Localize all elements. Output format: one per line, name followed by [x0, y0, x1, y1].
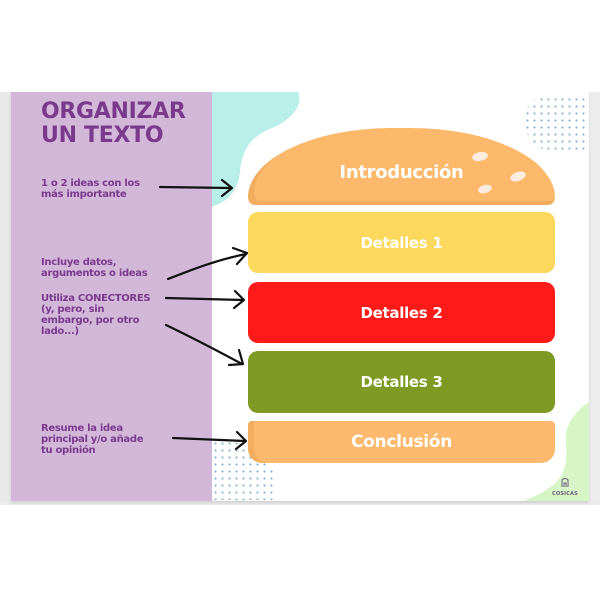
logo-text: COSICAS	[552, 491, 578, 497]
arrow-icon	[171, 430, 248, 451]
note-conectores: Utiliza CONECTORES (y, pero, sin embargo…	[41, 293, 151, 337]
mint-blob-decoration	[206, 92, 300, 208]
arrow-icon	[158, 178, 234, 198]
bottom-bun-conclusion: Conclusión	[248, 421, 555, 463]
page-title: ORGANIZAR UN TEXTO	[41, 100, 186, 148]
arrow-icon	[166, 246, 249, 281]
note-introduccion: 1 o 2 ideas con los más importante	[41, 178, 140, 200]
viewer-bottom-margin	[0, 501, 600, 505]
arrows-layer	[158, 178, 249, 451]
building-icon	[561, 478, 569, 487]
note-conclusion: Resume la idea principal y/o añade tu op…	[41, 423, 144, 456]
detalles-3-label: Detalles 3	[360, 373, 443, 391]
sidebar-panel	[11, 92, 212, 501]
arrow-icon	[164, 323, 245, 367]
title-line-1: ORGANIZAR	[41, 99, 186, 124]
layer-detalles-2: Detalles 2	[248, 282, 555, 343]
title-line-2: UN TEXTO	[41, 123, 164, 148]
note-detalles: Incluye datos, argumentos o ideas	[41, 257, 148, 279]
detalles-1-label: Detalles 1	[360, 233, 443, 252]
brand-logo: COSICAS	[550, 472, 580, 497]
slide: ORGANIZAR UN TEXTO 1 o 2 ideas con los m…	[11, 92, 589, 501]
conclusion-label: Conclusión	[351, 432, 452, 452]
detalles-2-label: Detalles 2	[360, 303, 443, 322]
viewer-right-margin	[589, 92, 600, 504]
viewer-left-margin	[0, 92, 11, 504]
layer-detalles-1: Detalles 1	[248, 212, 555, 273]
arrow-icon	[164, 289, 246, 310]
layer-detalles-3: Detalles 3	[248, 351, 555, 413]
green-blob-decoration	[523, 402, 589, 501]
introduccion-label: Introducción	[339, 162, 464, 183]
